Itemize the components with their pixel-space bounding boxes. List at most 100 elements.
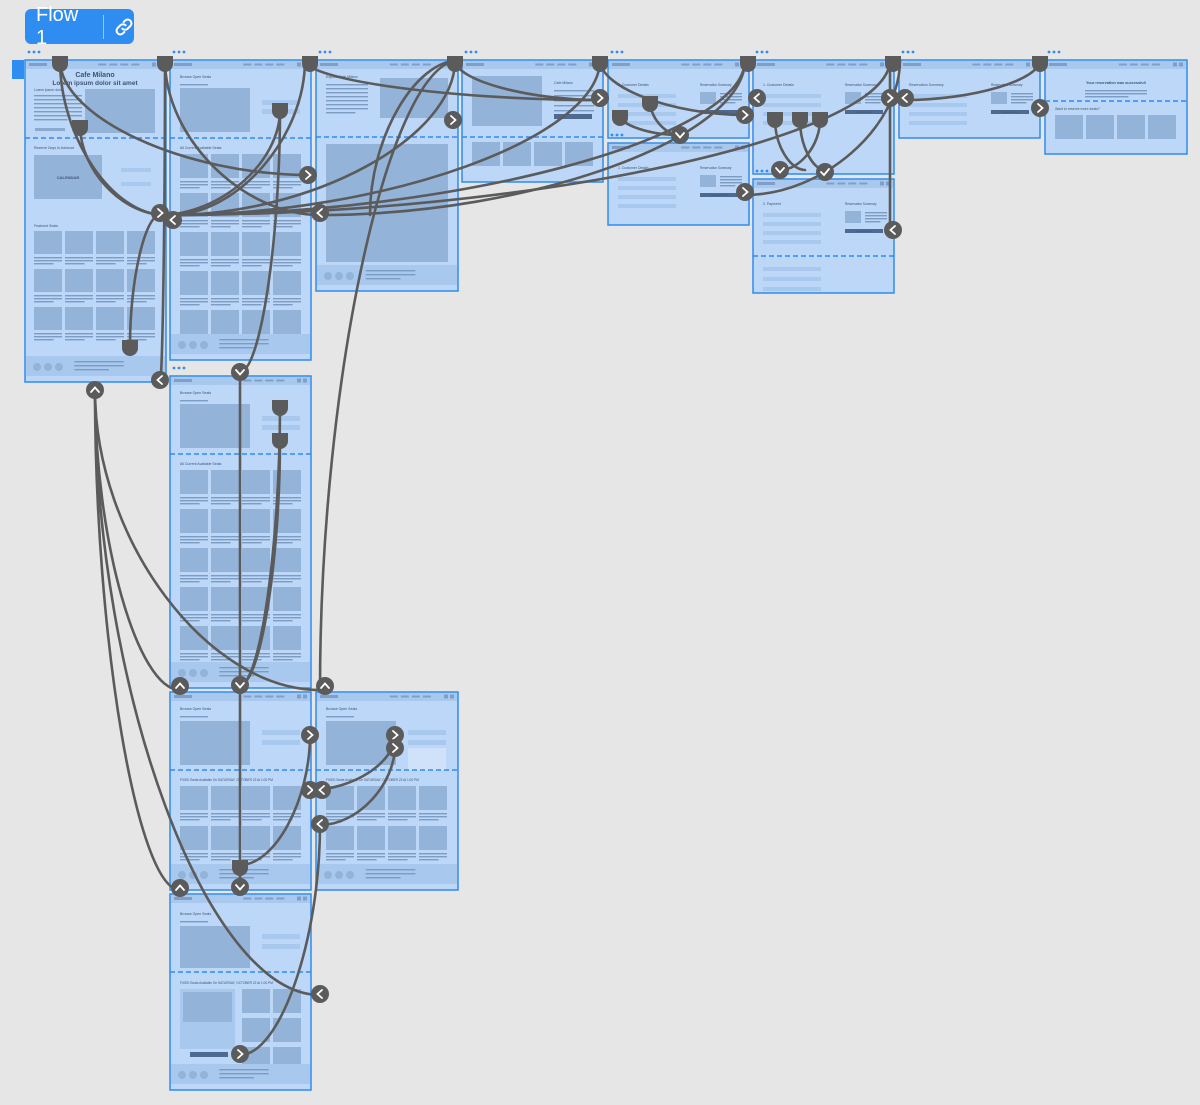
social-icon[interactable]: [178, 669, 186, 677]
continue-button[interactable]: [700, 110, 738, 114]
artboard-menu-dot[interactable]: [615, 133, 619, 137]
artboard-menu-dot[interactable]: [318, 50, 322, 54]
prototype-wire[interactable]: [78, 123, 167, 217]
artboard-menu-dot[interactable]: [177, 366, 181, 370]
artboard-menu-dot[interactable]: [765, 50, 769, 54]
wire-source-handle[interactable]: [72, 120, 88, 136]
social-icon[interactable]: [33, 363, 41, 371]
payment-field[interactable]: [763, 267, 821, 271]
artboard-menu-dot[interactable]: [1047, 50, 1051, 54]
wire-source-handle[interactable]: [612, 110, 628, 126]
artboard-menu-dot[interactable]: [32, 50, 36, 54]
artboard-menu-dot[interactable]: [182, 50, 186, 54]
form-field[interactable]: [909, 94, 967, 98]
prototype-wire[interactable]: [93, 388, 182, 892]
artboard-menu-dot[interactable]: [901, 50, 905, 54]
wire-target-down-icon[interactable]: [231, 878, 249, 896]
artboard-menu-dot[interactable]: [615, 50, 619, 54]
form-field[interactable]: [618, 121, 676, 125]
form-field[interactable]: [618, 112, 676, 116]
cta-button[interactable]: [35, 128, 65, 131]
social-icon[interactable]: [335, 871, 343, 879]
prototype-wire[interactable]: [368, 58, 462, 217]
artboard-menu-dot[interactable]: [1057, 50, 1061, 54]
wire-source-handle[interactable]: [642, 96, 658, 112]
wire-target-up-icon[interactable]: [171, 879, 189, 897]
wire-target-left-icon[interactable]: [311, 204, 329, 222]
wire-source-handle[interactable]: [122, 340, 138, 356]
form-field[interactable]: [763, 240, 821, 244]
artboard-menu-dot[interactable]: [610, 50, 614, 54]
form-field[interactable]: [618, 204, 676, 208]
social-icon[interactable]: [324, 871, 332, 879]
artboard-menu-dot[interactable]: [906, 50, 910, 54]
wire-target-right-icon[interactable]: [1031, 99, 1049, 117]
wire-target-up-icon[interactable]: [316, 677, 334, 695]
social-icon[interactable]: [346, 871, 354, 879]
date-filter[interactable]: [262, 730, 300, 735]
add-to-reservation-button[interactable]: [554, 114, 592, 119]
wire-source-handle[interactable]: [272, 400, 288, 416]
payment-field[interactable]: [763, 287, 821, 291]
wire-source-handle[interactable]: [272, 103, 288, 119]
social-icon[interactable]: [55, 363, 63, 371]
form-field[interactable]: [909, 112, 967, 116]
artboard-menu-dot[interactable]: [182, 366, 186, 370]
prototype-wire[interactable]: [168, 58, 307, 217]
social-icon[interactable]: [189, 669, 197, 677]
wire-source-handle[interactable]: [52, 56, 68, 72]
wire-source-handle[interactable]: [447, 56, 463, 72]
wire-target-right-icon[interactable]: [301, 726, 319, 744]
link-icon[interactable]: [113, 16, 134, 38]
prototype-wire[interactable]: [238, 108, 282, 374]
date-filter[interactable]: [408, 730, 446, 735]
party-select[interactable]: [121, 182, 151, 186]
continue-button[interactable]: [845, 110, 883, 114]
flow-home-marker-icon[interactable]: [12, 60, 24, 79]
social-icon[interactable]: [178, 341, 186, 349]
artboard-menu-dot[interactable]: [474, 50, 478, 54]
wire-source-handle[interactable]: [592, 56, 608, 72]
prototype-wire[interactable]: [318, 743, 397, 827]
form-field[interactable]: [763, 94, 821, 98]
artboard-menu-dot[interactable]: [610, 133, 614, 137]
payment-field[interactable]: [763, 277, 821, 281]
artboard-menu-dot[interactable]: [469, 50, 473, 54]
form-field[interactable]: [909, 121, 967, 125]
prototype-wire[interactable]: [168, 58, 747, 217]
artboard-menu-dot[interactable]: [37, 50, 41, 54]
prototype-wire[interactable]: [743, 58, 902, 197]
form-field[interactable]: [763, 121, 821, 125]
wire-source-handle[interactable]: [157, 56, 173, 72]
artboard-menu-dot[interactable]: [760, 169, 764, 173]
artboard-menu-dot[interactable]: [177, 50, 181, 54]
wire-target-right-icon[interactable]: [444, 111, 462, 129]
wire-target-down-icon[interactable]: [231, 363, 249, 381]
artboard-menu-dot[interactable]: [755, 169, 759, 173]
wire-target-check-icon[interactable]: [816, 163, 834, 181]
wire-source-handle[interactable]: [792, 112, 808, 128]
prototype-wire[interactable]: [93, 388, 322, 997]
social-icon[interactable]: [324, 272, 332, 280]
wire-target-right-icon[interactable]: [736, 106, 754, 124]
wire-target-left-icon[interactable]: [748, 89, 766, 107]
form-field[interactable]: [763, 103, 821, 107]
date-filter[interactable]: [262, 934, 300, 939]
artboard-menu-dot[interactable]: [1052, 50, 1056, 54]
prototype-wire[interactable]: [158, 108, 282, 217]
time-filter[interactable]: [262, 740, 300, 745]
prototype-wire[interactable]: [93, 388, 182, 692]
wire-target-left-icon[interactable]: [311, 815, 329, 833]
time-filter[interactable]: [262, 944, 300, 949]
time-dropdown-open[interactable]: [408, 748, 446, 770]
wire-source-handle[interactable]: [302, 56, 318, 72]
artboard-success[interactable]: Your reservation was successful!Want to …: [1044, 50, 1188, 155]
artboard-menu-dot[interactable]: [172, 366, 176, 370]
artboard-menu-dot[interactable]: [323, 50, 327, 54]
form-field[interactable]: [618, 186, 676, 190]
time-select[interactable]: [121, 168, 151, 172]
wire-target-right-icon[interactable]: [386, 739, 404, 757]
form-field[interactable]: [763, 213, 821, 217]
form-field[interactable]: [909, 103, 967, 107]
